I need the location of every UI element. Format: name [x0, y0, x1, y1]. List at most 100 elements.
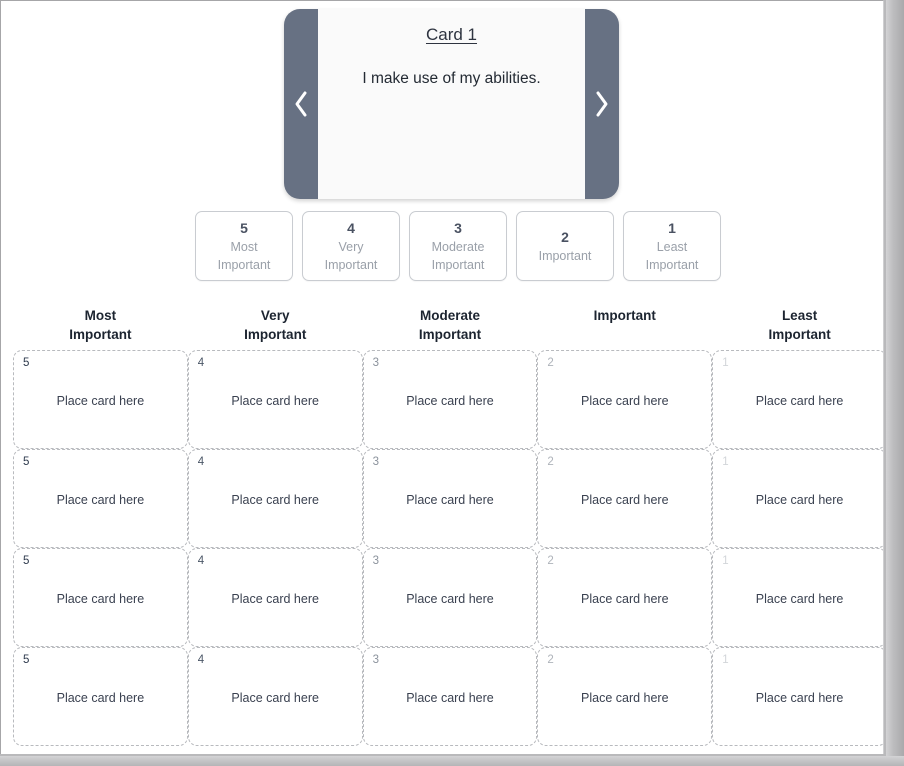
drop-slot-rank-number: 4	[197, 654, 205, 666]
carousel-next-button[interactable]	[585, 9, 619, 199]
legend-number: 3	[454, 219, 462, 236]
drop-slot-rank-number: 3	[372, 654, 379, 666]
legend-number: 1	[668, 219, 676, 236]
drop-slot-rank-number: 1	[722, 357, 729, 369]
drop-slot-rank-number: 2	[547, 555, 554, 567]
drop-slot-rank-number: 3	[372, 456, 379, 468]
drop-slot-rank-number: 5	[23, 456, 30, 468]
legend-label-line2: Important	[431, 257, 485, 272]
vertical-scrollbar[interactable]	[886, 0, 904, 766]
card-title: Card 1	[425, 25, 478, 44]
legend-label-line1: Important	[538, 248, 592, 263]
drop-slot-rank-number: 5	[23, 654, 30, 666]
legend-label-line1: Very	[338, 239, 364, 254]
drop-slot-hint: Place card here	[581, 691, 669, 705]
drop-slot-hint: Place card here	[755, 394, 844, 408]
column-header-line2: Important	[244, 327, 307, 343]
drop-slot-hint: Place card here	[231, 493, 319, 507]
drop-slot-hint: Place card here	[406, 592, 494, 606]
column-header-line2: Important	[69, 327, 132, 343]
drop-slot-rank-number: 5	[23, 357, 30, 369]
drop-slot-hint: Place card here	[231, 691, 319, 705]
drop-slot-rank-number: 1	[722, 654, 729, 666]
legend-number: 5	[240, 219, 248, 236]
drop-slot-hint: Place card here	[406, 691, 494, 705]
card-panel: Card 1 I make use of my abilities.	[318, 9, 585, 199]
legend-number: 4	[347, 219, 355, 236]
legend-label-line2: Important	[645, 257, 699, 272]
carousel-prev-button[interactable]	[284, 9, 318, 199]
drop-slot-rank-number: 3	[372, 555, 379, 567]
drop-slot-hint: Place card here	[56, 493, 145, 507]
drop-slot-rank-number: 4	[197, 357, 205, 369]
drop-slot-hint: Place card here	[56, 691, 145, 705]
drop-slot-hint: Place card here	[755, 592, 844, 606]
horizontal-scrollbar[interactable]	[0, 756, 904, 766]
column-header-line1: Very	[260, 308, 290, 323]
column-header-line2: Important	[768, 327, 831, 343]
chevron-right-icon	[593, 89, 611, 119]
column-header-line1: Most	[84, 308, 117, 323]
drop-slot-rank-number: 3	[372, 357, 379, 369]
drop-slot-hint: Place card here	[755, 691, 844, 705]
drop-slot-hint: Place card here	[755, 493, 844, 507]
column-header-line2: Important	[418, 327, 482, 343]
legend-label-line2: Important	[324, 257, 378, 272]
drop-slot-rank-number: 4	[197, 456, 205, 468]
legend-label-line1: Most	[230, 239, 258, 254]
drop-slot-hint: Place card here	[231, 394, 319, 408]
drop-slot-rank-number: 5	[23, 555, 30, 567]
drop-slot-rank-number: 1	[722, 456, 729, 468]
card-carousel: Card 1 I make use of my abilities.	[284, 9, 619, 199]
drop-slot-rank-number: 2	[547, 654, 554, 666]
drop-slot-hint: Place card here	[581, 592, 669, 606]
drop-slot-hint: Place card here	[581, 493, 669, 507]
card-statement-text: I make use of my abilities.	[362, 70, 541, 87]
drop-slot-hint: Place card here	[56, 394, 145, 408]
column-header-2: Important	[537, 306, 712, 344]
drop-slot-hint: Place card here	[231, 592, 319, 606]
legend-label-line2: Important	[217, 257, 271, 272]
drop-slot-rank-number: 4	[197, 555, 205, 567]
page-surface: Card 1 I make use of my abilities.	[0, 0, 884, 754]
chevron-left-icon	[292, 89, 310, 119]
legend-number: 2	[561, 228, 569, 245]
column-header-line1: Important	[593, 308, 656, 323]
drop-slot-rank-number: 2	[547, 357, 554, 369]
